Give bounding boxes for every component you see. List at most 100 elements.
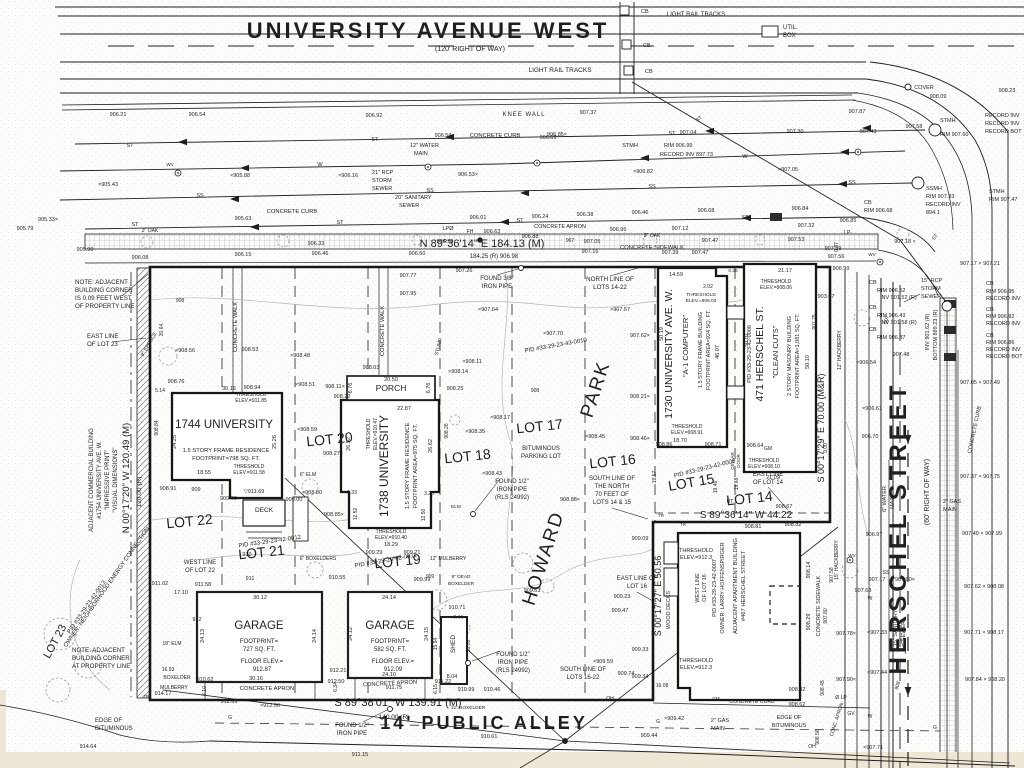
map-label: STORM: [372, 178, 392, 184]
map-label: 908.62: [789, 702, 806, 708]
map-label: ELEV.=908.06: [760, 285, 792, 291]
map-label: 907.77: [400, 273, 417, 279]
map-label: 50.19: [659, 327, 665, 341]
map-label: ×905.88: [230, 173, 250, 179]
map-label: ST: [695, 115, 704, 124]
map-label: 908.88×: [560, 497, 580, 503]
map-label: SS: [648, 184, 656, 190]
map-label: 908.27×: [323, 451, 343, 457]
map-label: 906.38: [577, 212, 594, 218]
map-label: 907.47: [692, 250, 709, 256]
map-label: ×912.50: [260, 703, 280, 709]
map-label: NOTE: ADJACENT: [75, 279, 128, 286]
map-label: RIM 906.52: [877, 288, 905, 294]
map-label: FOOTPRINT=: [240, 639, 279, 645]
water-valve-icon: [177, 172, 179, 174]
map-line: [61, 99, 856, 111]
map-label: INV 901.58 (R): [880, 320, 917, 326]
map-label: 2.02: [703, 284, 713, 290]
map-label: 912.87: [253, 667, 272, 673]
map-label: IS 0.09 FEET WEST: [75, 295, 132, 302]
map-label: ×906.61: [862, 406, 882, 412]
map-label: COVER: [914, 85, 934, 91]
tree-symbol: [853, 309, 871, 327]
map-label: LOTS 16-22: [567, 675, 600, 681]
map-label: 16.08: [656, 683, 669, 689]
map-label: 906.24: [532, 214, 549, 220]
map-label: LOTS 14-22: [593, 284, 627, 291]
map-label: RECORD INV: [985, 113, 1020, 119]
map-label: 24.14: [312, 629, 318, 643]
structure: [726, 385, 745, 400]
map-label: FOOTPRINT AREA=1,081 SQ. FT.: [795, 313, 801, 398]
map-label: 908.03: [363, 365, 380, 371]
map-label: 727 SQ. FT.: [243, 647, 275, 653]
map-label: W: [868, 714, 873, 720]
map-label: RIM 907.33: [926, 194, 954, 200]
map-label: 22.87: [397, 406, 411, 412]
map-label: 910.62: [197, 677, 214, 683]
map-label: ELEV.=908.91: [671, 430, 703, 436]
sanitary-line: [59, 182, 913, 201]
map-label: FOUND 1/2": [335, 723, 368, 729]
map-label: 907.63: [855, 588, 872, 594]
map-line: [519, 740, 566, 768]
map-label: 909.74: [618, 671, 635, 677]
map-label: 912.09: [384, 667, 403, 673]
map-label: CB: [643, 43, 651, 49]
map-label: RECORD INV: [986, 347, 1021, 353]
structure: [663, 541, 679, 565]
tree-symbol: [43, 617, 77, 651]
map-label: LOT 16: [627, 584, 648, 590]
map-label: CONCRETE CURB: [470, 133, 521, 139]
bg-area: [939, 297, 957, 768]
map-label: RECORD BOT: [985, 129, 1022, 135]
map-label: 30.12: [253, 595, 267, 601]
map-label: BOTTOM 899.23 (R): [933, 309, 939, 360]
map-label: 912.50: [328, 679, 345, 685]
structure: [663, 567, 679, 597]
map-label: SEWER: [921, 294, 941, 300]
map-label: 30.64: [159, 324, 165, 337]
map-label: 912.21: [330, 668, 347, 674]
map-label: CB: [986, 281, 994, 287]
structure: [623, 65, 634, 76]
bearing-east: S 00°17'29" E 70.00 (M&R): [816, 373, 826, 482]
map-label: 1.33: [347, 490, 357, 496]
map-label: "IMPRESSIVE PRINT": [105, 450, 111, 511]
map-label: PARKING LOT: [521, 454, 561, 460]
road-curve-mid: [865, 78, 993, 768]
map-label: BITUMINOUS: [95, 726, 133, 732]
flow-arrow: [640, 154, 649, 162]
map-label: RECORD INV: [926, 202, 961, 208]
alley-south-edge: [209, 740, 1016, 767]
map-label: ELEV.=908.10: [748, 464, 780, 470]
map-label: STORM: [921, 286, 941, 292]
road-curve-outer: [869, 61, 1009, 768]
map-label: 6" WATER: [882, 486, 888, 512]
map-label: ×908.59: [297, 427, 317, 433]
map-label: 907.17: [869, 577, 886, 583]
map-line: [474, 478, 501, 512]
bearing-lot16-east: S 00°17'27" E 50.56: [653, 556, 663, 637]
map-label: CONCRETE SIDEWALK: [816, 575, 822, 636]
map-label: ×908.14: [448, 369, 468, 375]
map-label: 907.32: [798, 223, 815, 229]
map-label: 16.93: [162, 667, 175, 673]
map-label: 908.26: [444, 423, 450, 439]
map-label: ELM: [451, 504, 461, 510]
map-label: 907.04: [680, 130, 697, 136]
map-label: 24.13: [200, 629, 206, 643]
map-label: 906.85×: [547, 132, 567, 138]
map-label: 907.90×: [836, 677, 856, 683]
map-label: EDGE OF: [95, 718, 122, 724]
map-label: ELEV.=911.58: [233, 470, 265, 476]
map-label: 907.75: [812, 314, 818, 330]
map-label: SEWER: [372, 186, 392, 192]
bearing-lot14-south: S 89°36'14" W 44.22: [700, 510, 793, 521]
map-label: 907.78×: [836, 631, 856, 637]
map-label: 907: [566, 238, 575, 244]
map-label: 907.47: [702, 238, 719, 244]
map-label: FOUND 1/2": [495, 479, 528, 485]
map-label: ELEV.=912.3: [680, 665, 712, 671]
